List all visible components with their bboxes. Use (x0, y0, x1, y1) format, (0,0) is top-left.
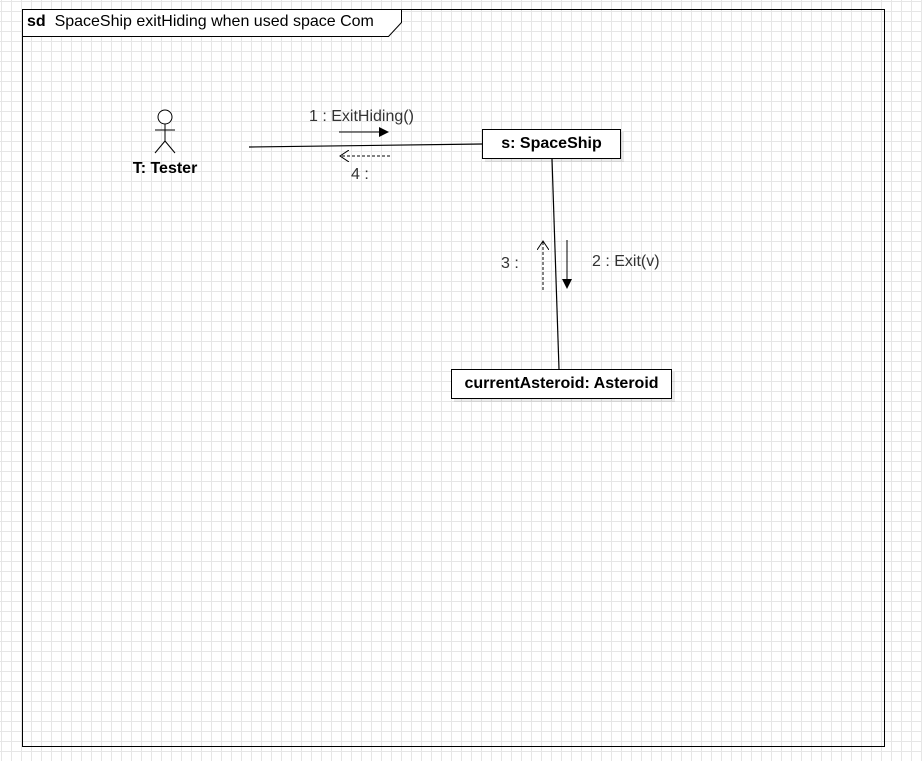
message-3-label: 3 : (501, 255, 519, 272)
message-4-label: 4 : (351, 166, 369, 183)
message-2-label: 2 : Exit(v) (592, 253, 660, 270)
frame-label: sd SpaceShip exitHiding when used space … (22, 9, 374, 36)
link-tester-spaceship (248, 143, 483, 148)
link-spaceship-asteroid (551, 158, 560, 370)
frame-title: SpaceShip exitHiding when used space Com (54, 13, 374, 30)
spaceship-object[interactable]: s: SpaceShip (482, 129, 621, 159)
message-1-label: 1 : ExitHiding() (309, 108, 414, 125)
interaction-frame (22, 9, 885, 747)
actor-figure (154, 109, 176, 154)
actor-name: T: Tester (132, 160, 198, 177)
frame-keyword: sd (27, 13, 46, 30)
asteroid-object[interactable]: currentAsteroid: Asteroid (451, 369, 672, 399)
